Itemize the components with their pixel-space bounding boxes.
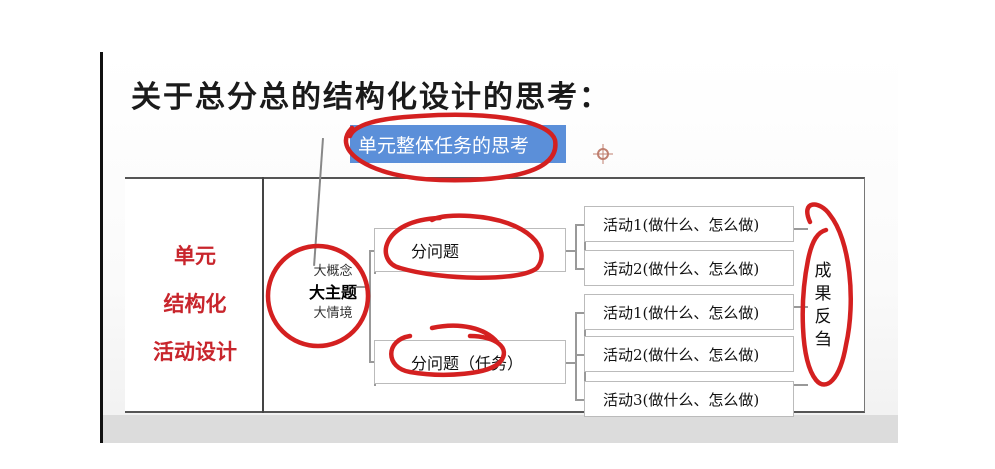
activity-item: 活动1(做什么、怎么做) — [584, 206, 794, 242]
result-char: 刍 — [814, 330, 832, 350]
connector — [794, 384, 808, 386]
theme-node: 大概念 大主题 大情境 — [300, 262, 366, 324]
connector — [369, 250, 375, 252]
connector — [794, 306, 808, 308]
connector — [566, 250, 576, 252]
slide-left-edge — [100, 52, 103, 443]
left-label: 单元 结构化 活动设计 — [140, 232, 250, 376]
result-char: 果 — [814, 284, 832, 304]
connector — [575, 312, 577, 400]
theme-context: 大情境 — [313, 306, 353, 321]
connector — [575, 354, 585, 356]
connector — [575, 312, 585, 314]
connector — [575, 399, 585, 401]
sub-question-2: 分问题（任务） — [374, 340, 566, 384]
crosshair-target-icon — [593, 144, 613, 164]
table-column-divider — [262, 177, 264, 413]
connector — [369, 250, 371, 362]
connector — [575, 224, 585, 226]
connector — [575, 268, 585, 270]
connector — [584, 206, 586, 286]
connector — [369, 361, 375, 363]
unit-task-header: 单元整体任务的思考 — [350, 125, 566, 163]
connector — [575, 224, 577, 270]
activity-item: 活动1(做什么、怎么做) — [584, 294, 794, 330]
activity-item: 活动3(做什么、怎么做) — [584, 381, 794, 417]
result-char: 反 — [814, 307, 832, 327]
activity-item: 活动2(做什么、怎么做) — [584, 250, 794, 286]
result-reflection: 成 果 反 刍 — [812, 260, 834, 352]
activity-item: 活动2(做什么、怎么做) — [584, 336, 794, 372]
connector — [566, 362, 576, 364]
result-char: 成 — [814, 261, 832, 281]
left-label-line: 活动设计 — [153, 339, 237, 364]
left-label-line: 结构化 — [163, 291, 227, 316]
slide-title: 关于总分总的结构化设计的思考： — [131, 80, 611, 115]
connector — [356, 286, 370, 288]
sub-question-1: 分问题 — [374, 228, 566, 272]
connector — [794, 228, 808, 230]
slide-bottom-band — [103, 415, 898, 443]
left-label-line: 单元 — [174, 243, 216, 268]
theme-concept: 大概念 — [313, 264, 353, 279]
